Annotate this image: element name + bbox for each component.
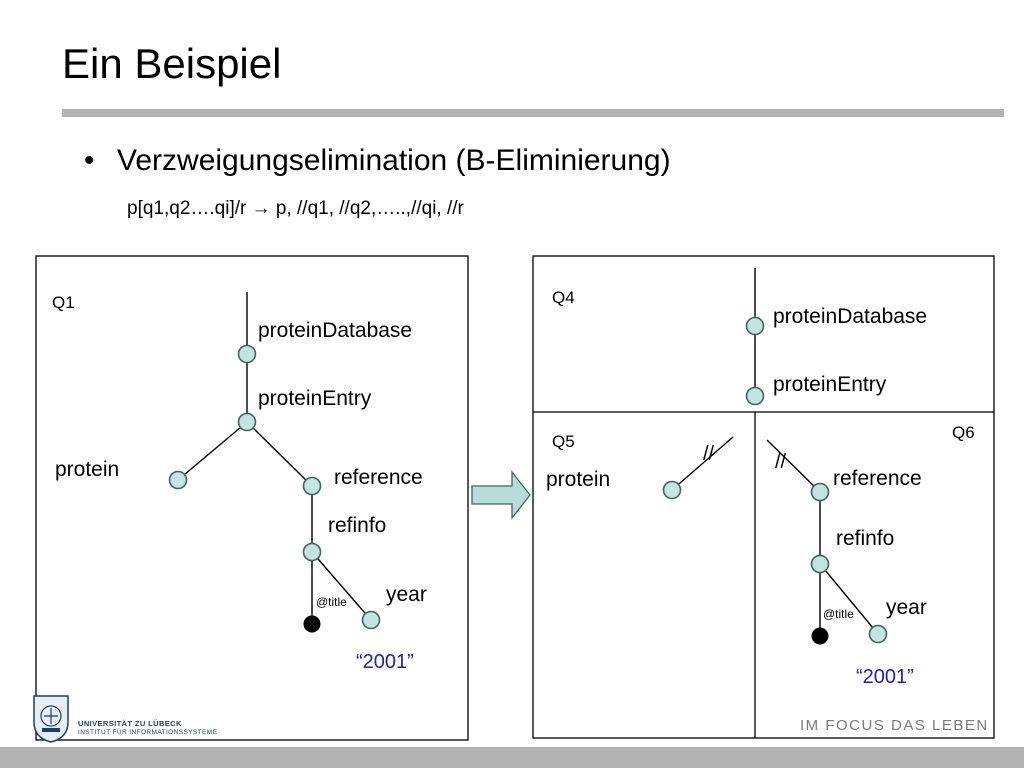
q4-node-proteinDatabase	[745, 316, 765, 336]
right-arrow-icon	[471, 470, 531, 520]
right-panel-frame	[532, 255, 995, 739]
q1-edge-year	[311, 551, 372, 621]
q5-node-protein	[662, 480, 682, 500]
q4-label: Q4	[552, 288, 575, 307]
q6-label-refinfo: refinfo	[836, 527, 894, 550]
q6-node-year	[868, 624, 888, 644]
q1-edge-protein	[177, 421, 248, 481]
q1-label-proteinEntry: proteinEntry	[258, 387, 372, 410]
q1-label-refinfo: refinfo	[328, 514, 386, 537]
q6-label-year: year	[886, 596, 927, 619]
footer-slogan: IM FOCUS DAS LEBEN	[800, 717, 989, 734]
q6-label: Q6	[952, 423, 975, 442]
left-panel-frame	[35, 255, 469, 741]
q6-node-title	[811, 627, 829, 645]
q1-label-reference: reference	[334, 466, 423, 489]
q4-node-proteinEntry	[745, 386, 765, 406]
bullet-text: Verzweigungselimination (B-Eliminierung)	[117, 144, 671, 177]
q1-edge-reference	[246, 421, 313, 487]
university-name: UNIVERSITÄT ZU LÜBECK	[78, 719, 182, 728]
q4-label-proteinDatabase: proteinDatabase	[773, 305, 927, 328]
q6-label-reference: reference	[833, 467, 922, 490]
q6-edge-descendant	[766, 439, 821, 493]
q5-descendant-axis: //	[703, 443, 715, 465]
q1-label-title-attr: @title	[316, 595, 347, 609]
footer-bar	[0, 747, 1024, 768]
q1-node-protein	[168, 470, 188, 490]
q1-label-proteinDatabase: proteinDatabase	[258, 319, 412, 342]
q1-label: Q1	[52, 293, 75, 312]
q5-label-protein: protein	[546, 468, 610, 491]
q1-node-proteinEntry	[237, 412, 257, 432]
q6-descendant-axis: //	[775, 451, 787, 473]
q5-label: Q5	[552, 432, 575, 451]
institute-name: INSTITUT FÜR INFORMATIONSSYSTEME	[78, 729, 218, 736]
q4-label-proteinEntry: proteinEntry	[773, 373, 887, 396]
university-seal-icon	[33, 695, 69, 743]
slide-title: Ein Beispiel	[62, 40, 282, 87]
title-underline-bar	[62, 109, 1004, 117]
q1-node-reference	[302, 476, 322, 496]
bullet-marker: •	[84, 144, 95, 177]
q6-edge-year	[819, 563, 879, 635]
q6-node-reference	[810, 482, 830, 502]
q1-node-proteinDatabase	[237, 344, 257, 364]
q6-node-refinfo	[810, 554, 830, 574]
q1-node-refinfo	[302, 542, 322, 562]
q1-label-protein: protein	[55, 458, 119, 481]
q6-label-title-attr: @title	[823, 607, 854, 621]
q1-label-year: year	[386, 583, 427, 606]
q1-node-year	[361, 610, 381, 630]
q1-value-2001: “2001”	[356, 651, 414, 673]
q6-value-2001: “2001”	[856, 666, 914, 688]
rewrite-formula: p[q1,q2….qi]/r → p, //q1, //q2,…..,//qi,…	[127, 198, 464, 219]
q1-node-title	[303, 615, 321, 633]
q5-edge-descendant	[671, 436, 734, 491]
